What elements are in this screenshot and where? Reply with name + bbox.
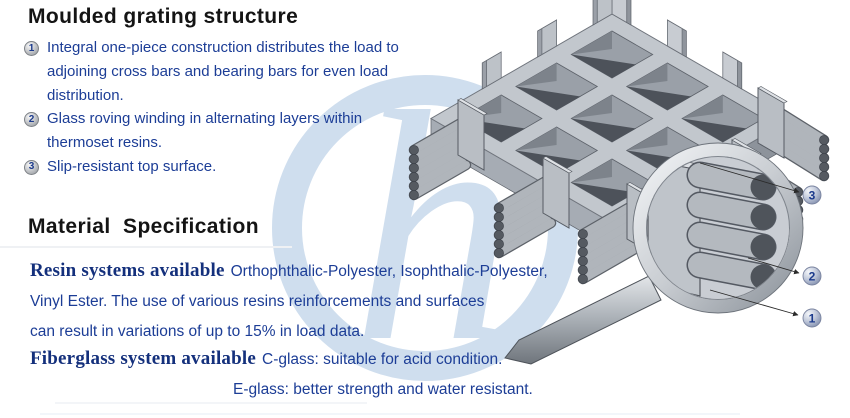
callout-lines [699, 162, 800, 317]
magnifier-lens [632, 142, 804, 314]
callout-sphere-3: 3 [802, 185, 822, 205]
callout-label: 1 [809, 312, 816, 326]
magnifier-handle [504, 275, 662, 365]
callout-sphere-1: 1 [802, 308, 822, 328]
lens-magnified-view [647, 157, 777, 297]
callout-label: 3 [809, 189, 816, 203]
callout-sphere-2: 2 [802, 266, 822, 286]
callout-label: 2 [809, 270, 816, 284]
